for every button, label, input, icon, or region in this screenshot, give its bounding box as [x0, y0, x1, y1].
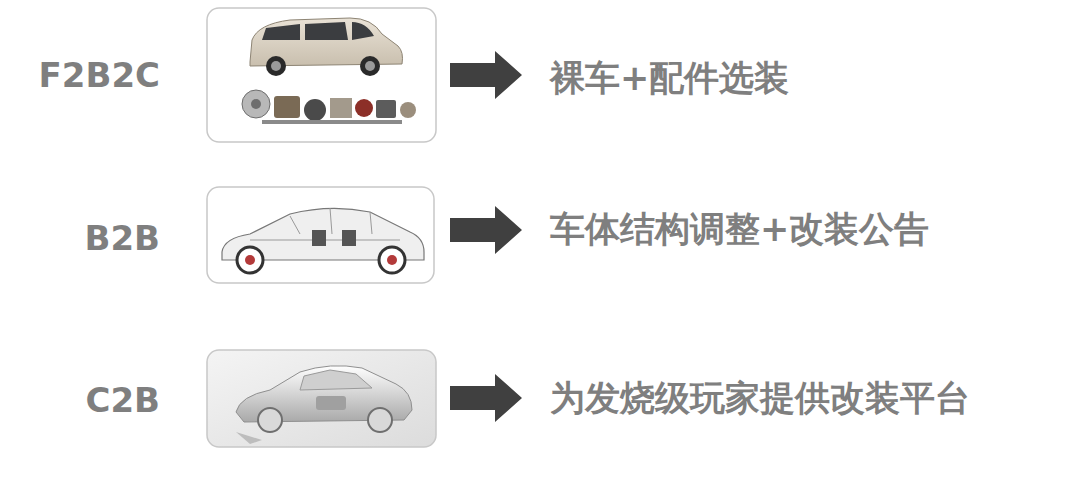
picture-frame [207, 350, 436, 447]
part [355, 99, 373, 117]
wheel [360, 56, 380, 76]
car-window [300, 370, 372, 390]
engine [316, 396, 346, 410]
wheel [379, 247, 405, 273]
part [400, 102, 416, 118]
wheel [258, 408, 282, 432]
wheel [237, 247, 263, 273]
part [376, 100, 396, 118]
brake-disc [242, 90, 270, 118]
wheel [368, 408, 392, 432]
wheel [365, 61, 375, 71]
block-arrow [450, 374, 522, 422]
description-text: 车体结构调整+改装公告 [550, 208, 929, 250]
xray-car-picture [222, 208, 424, 273]
wheel [245, 255, 255, 265]
parts-picture [242, 90, 416, 124]
part [304, 99, 326, 121]
minivan-picture [250, 18, 403, 76]
block-arrow [450, 51, 522, 99]
block-arrow [450, 206, 522, 254]
picture-frame [207, 187, 434, 283]
wheel [387, 255, 397, 265]
model-label: C2B [85, 380, 160, 421]
minivan-window [262, 22, 374, 40]
model-label: B2B [85, 218, 161, 259]
description-text: 裸车+配件选装 [550, 57, 789, 99]
seat [342, 230, 356, 246]
wheel [271, 61, 281, 71]
part [262, 120, 402, 124]
brake-disc [251, 99, 261, 109]
loose-part [236, 432, 262, 444]
picture-frame [207, 8, 436, 142]
part [274, 96, 300, 118]
seat [312, 230, 326, 246]
silver-car-picture [236, 366, 412, 444]
part [330, 98, 352, 118]
description-text: 为发烧级玩家提供改装平台 [550, 377, 970, 419]
model-label: F2B2C [39, 55, 160, 96]
wheel [266, 56, 286, 76]
